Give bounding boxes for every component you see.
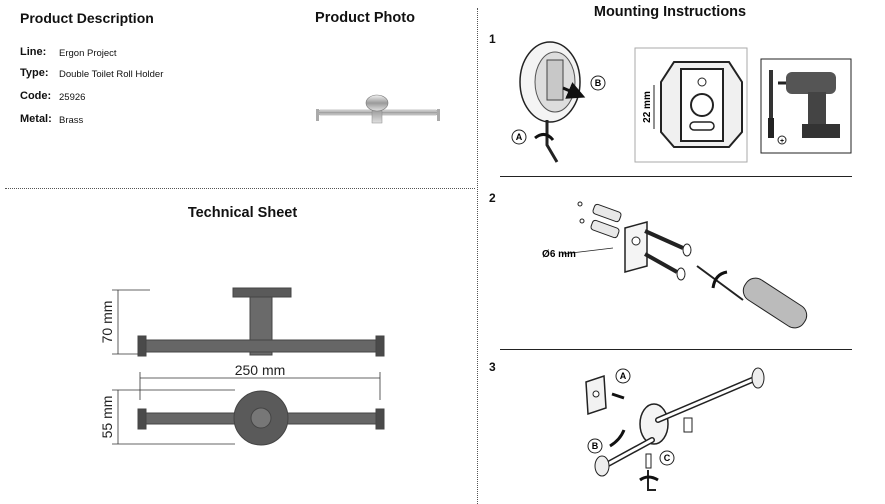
product-photo-heading: Product Photo [315, 10, 415, 26]
step-divider-1 [500, 176, 852, 177]
section-divider [5, 188, 475, 189]
screw-fixing-illustration: Ø6 mm [542, 201, 808, 329]
plate-height-label: 22 mm [642, 91, 653, 123]
drill-diameter-label: Ø6 mm [542, 249, 576, 260]
spec-type-value: Double Toilet Roll Holder [59, 69, 164, 80]
top-view [137, 390, 385, 446]
column-divider [477, 8, 478, 504]
rosette-removal-illustration: A B [511, 41, 606, 163]
step-number-2: 2 [489, 191, 496, 205]
mounting-instructions-heading: Mounting Instructions [593, 4, 747, 20]
spec-code-value: 25926 [59, 92, 86, 103]
marker-a-step3: A [620, 371, 627, 381]
step-number-1: 1 [489, 32, 496, 46]
product-description-heading: Product Description [20, 10, 154, 26]
spec-type-label: Type: [20, 67, 49, 79]
width-dimension: 250 mm [235, 362, 286, 378]
svg-text:+: + [780, 138, 784, 145]
marker-b-step3: B [592, 441, 599, 451]
technical-drawing: 70 mm 250 mm 55 mm [99, 287, 385, 446]
step-number-3: 3 [489, 360, 496, 374]
depth-dimension: 55 mm [99, 396, 115, 439]
marker-b: B [595, 78, 602, 88]
marker-a: A [516, 132, 523, 142]
step-divider-2 [500, 349, 852, 350]
spec-line-value: Ergon Project [59, 48, 117, 59]
height-dimension: 70 mm [99, 301, 115, 344]
spec-metal-label: Metal: [20, 113, 52, 125]
marker-c: C [664, 453, 671, 463]
spec-metal-value: Brass [59, 115, 84, 126]
product-photo [316, 94, 440, 124]
side-view [137, 287, 385, 357]
assembly-illustration: A B C [585, 367, 765, 491]
tools-required-illustration: + [760, 58, 852, 154]
mounting-plate-diagram: 22 mm [634, 47, 748, 163]
spec-code-label: Code: [20, 90, 52, 102]
spec-line-label: Line: [20, 46, 47, 58]
technical-sheet-heading: Technical Sheet [187, 205, 298, 221]
